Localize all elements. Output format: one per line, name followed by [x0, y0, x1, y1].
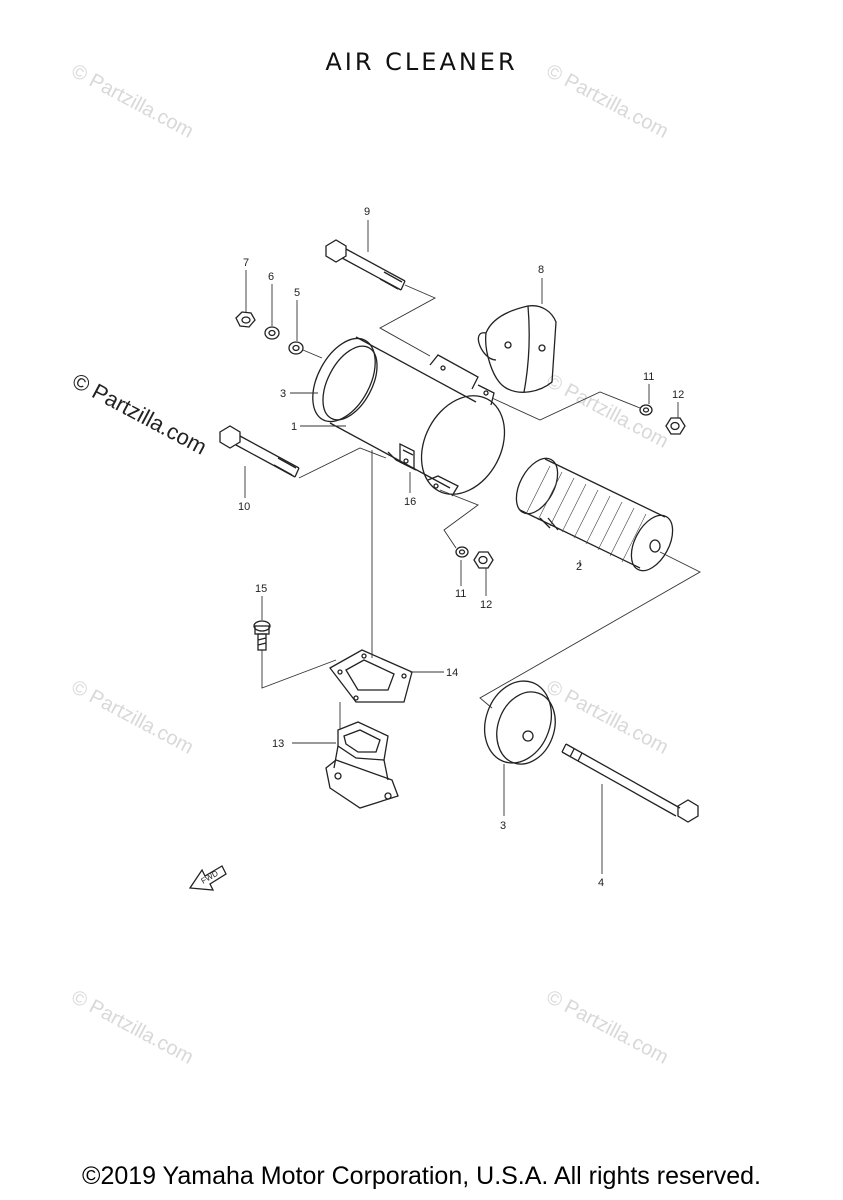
callout-13: 13: [272, 738, 284, 750]
callout-3-lower: 3: [500, 820, 506, 832]
nut-part-12-lower: [473, 551, 494, 569]
callout-11-upper: 11: [643, 371, 654, 383]
callout-labels: 9 8 7 6 5 3 1 10 16 11 12 2 11 12 15 14 …: [238, 206, 684, 889]
callout-4: 4: [598, 877, 604, 889]
callout-1: 1: [291, 421, 297, 433]
callout-16: 16: [404, 496, 416, 508]
washer-part-11-lower: [455, 546, 469, 558]
page-title: AIR CLEANER: [325, 48, 518, 76]
callout-10: 10: [238, 501, 250, 513]
callout-3-upper: 3: [280, 388, 286, 400]
bracket-part-8: [477, 305, 557, 393]
callout-7: 7: [243, 257, 249, 269]
washer-part-11-upper: [639, 404, 653, 416]
callout-ticks: [244, 220, 679, 874]
leader-lines: [261, 284, 701, 730]
filter-element-part-2: [515, 457, 674, 572]
callout-15: 15: [255, 583, 267, 595]
joint-part-13: [325, 721, 399, 809]
callout-6: 6: [268, 271, 274, 283]
screw-part-15: [253, 620, 271, 651]
clamp-part-16: [399, 442, 415, 471]
callout-8: 8: [538, 264, 544, 276]
nut-part-7: [235, 311, 256, 328]
copyright-notice: ©2019 Yamaha Motor Corporation, U.S.A. A…: [82, 1162, 761, 1190]
callout-14: 14: [446, 667, 458, 679]
callout-12-upper: 12: [672, 389, 684, 401]
cap-part-3: [484, 680, 556, 765]
washer-part-5: [288, 341, 304, 355]
nut-part-12-upper: [665, 417, 686, 435]
bolt-part-9: [325, 239, 406, 291]
callout-12-lower: 12: [480, 599, 492, 611]
callout-2: 2: [576, 561, 582, 573]
callout-9: 9: [364, 206, 370, 218]
gasket-part-14: [329, 649, 413, 703]
forward-arrow-icon: FWD: [188, 865, 227, 891]
bolt-part-10: [219, 425, 300, 478]
bolt-part-4: [561, 743, 699, 823]
callout-5: 5: [294, 287, 300, 299]
air-cleaner-case-part-1: [312, 336, 506, 497]
callout-11-lower: 11: [455, 588, 466, 600]
washer-part-6: [264, 326, 280, 340]
